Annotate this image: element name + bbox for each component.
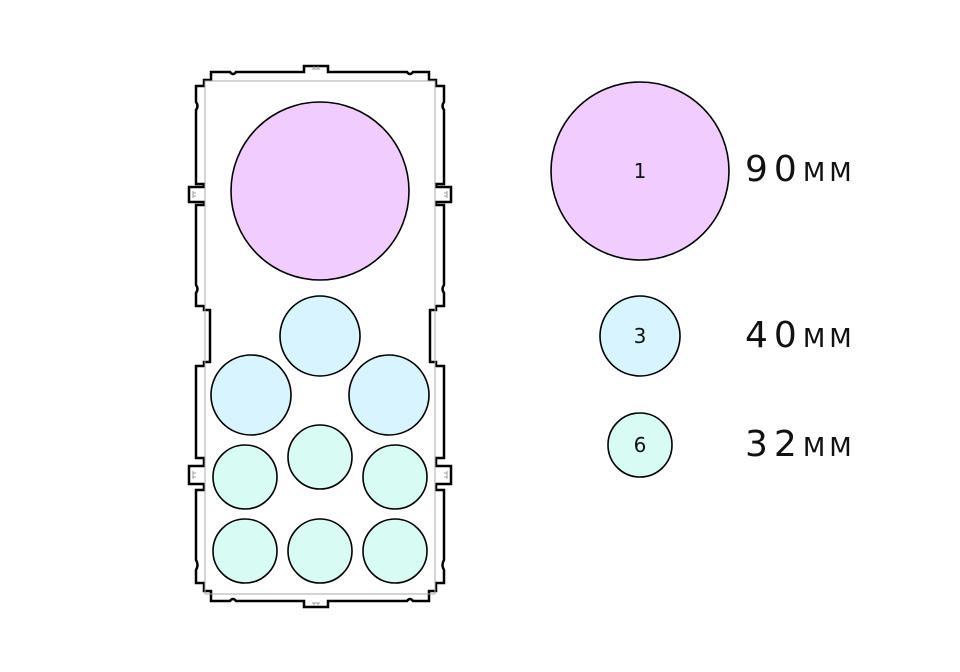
- legend-count-small: 6: [634, 433, 647, 457]
- tray-circle-40mm: [279, 295, 361, 377]
- legend-size-medium: 40MM: [745, 318, 856, 354]
- tray-circle-40mm: [210, 354, 292, 436]
- legend-size-value: 40: [745, 315, 803, 356]
- tray-inner-line: [204, 80, 436, 595]
- tray-circle-32mm: [287, 518, 353, 584]
- tray-circle-32mm: [212, 444, 278, 510]
- tray-circle-32mm: [362, 444, 428, 510]
- legend-circle-large: [550, 81, 730, 261]
- legend-count-large: 1: [634, 159, 647, 183]
- tray-circle-32mm: [287, 424, 353, 490]
- legend-size-value: 90: [745, 149, 803, 190]
- legend-circles: 1 3 6: [550, 81, 730, 478]
- tab-marks: [192, 66, 448, 606]
- tray-circles: [210, 101, 430, 584]
- tray-circle-32mm: [212, 518, 278, 584]
- legend-size-unit: MM: [802, 158, 856, 188]
- tray-circle-40mm: [348, 354, 430, 436]
- tray-circle-32mm: [362, 518, 428, 584]
- legend-circle-small: [607, 412, 673, 478]
- legend-size-value: 32: [745, 424, 803, 465]
- legend-count-medium: 3: [634, 324, 647, 348]
- legend-circle-medium: [599, 295, 681, 377]
- legend-size-small: 32MM: [745, 427, 856, 463]
- tray-circle-90mm: [230, 101, 410, 281]
- legend-size-large: 90MM: [745, 152, 856, 188]
- legend-size-unit: MM: [802, 324, 856, 354]
- legend-size-unit: MM: [802, 433, 856, 463]
